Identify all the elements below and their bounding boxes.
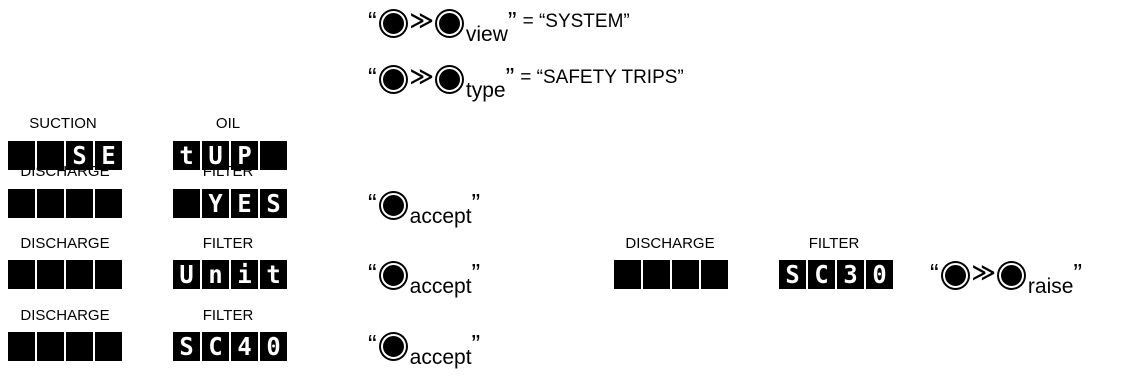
digit-cell — [95, 260, 122, 289]
digit-cell — [95, 189, 122, 218]
sequence-suffix: accept — [409, 205, 472, 228]
digit-cell: t — [260, 260, 287, 289]
quote-close: ” — [471, 188, 481, 218]
sequence-accept-1: “ accept ” — [368, 190, 480, 227]
digit-cell: U — [173, 260, 200, 289]
display-discharge — [8, 332, 122, 361]
button-icon — [380, 67, 406, 92]
sequence-result: = “SAFETY TRIPS” — [520, 67, 684, 88]
display-label-oil: OIL — [215, 115, 241, 132]
digit-cell: S — [260, 189, 287, 218]
digit-cell: C — [202, 332, 229, 361]
digit-cell — [66, 260, 93, 289]
sequence-suffix: accept — [409, 346, 472, 369]
digit-cell — [37, 189, 64, 218]
digit-cell: E — [95, 141, 122, 170]
quote-close: ” — [507, 6, 517, 36]
sequence-raise: “ ≫ raise ” — [930, 257, 1083, 298]
button-icon — [380, 263, 406, 288]
display-label-filter: FILTER — [202, 235, 254, 252]
digit-cell: E — [231, 189, 258, 218]
digit-cell: n — [202, 260, 229, 289]
quote-close: ” — [471, 329, 481, 359]
sequence-suffix: raise — [1027, 275, 1074, 298]
digit-cell: 3 — [837, 260, 864, 289]
display-label-discharge: DISCHARGE — [625, 235, 715, 252]
button-icon — [942, 263, 968, 288]
digit-cell — [66, 332, 93, 361]
digit-cell — [672, 260, 699, 289]
display-suction: S E — [8, 141, 122, 170]
sequence-accept-2: “ accept ” — [368, 260, 480, 297]
button-icon — [380, 193, 406, 218]
digit-cell — [37, 332, 64, 361]
digit-cell — [8, 141, 35, 170]
quote-open: “ — [930, 258, 939, 288]
sequence-result: = “SYSTEM” — [522, 11, 630, 32]
digit-cell — [8, 332, 35, 361]
digit-cell: i — [231, 260, 258, 289]
display-label-discharge: DISCHARGE — [20, 163, 110, 180]
display-label-filter: FILTER — [808, 235, 860, 252]
button-icon — [436, 67, 462, 92]
display-label-suction: SUCTION — [29, 115, 97, 132]
digit-cell: 0 — [260, 332, 287, 361]
button-icon — [380, 11, 406, 36]
quote-open: “ — [368, 258, 377, 288]
display-filter: Y E S — [173, 189, 287, 218]
chevron-icon: ≫ — [971, 257, 996, 287]
digit-cell — [701, 260, 728, 289]
digit-cell — [643, 260, 670, 289]
display-discharge — [8, 260, 122, 289]
chevron-icon: ≫ — [409, 61, 434, 91]
sequence-suffix: view — [465, 23, 508, 46]
quote-open: “ — [368, 188, 377, 218]
digit-cell — [173, 189, 200, 218]
digit-cell: S — [173, 332, 200, 361]
digit-cell: 4 — [231, 332, 258, 361]
quote-open: “ — [368, 62, 377, 92]
display-filter: S C 3 0 — [779, 260, 893, 289]
digit-cell: S — [66, 141, 93, 170]
display-discharge — [8, 189, 122, 218]
digit-cell: S — [779, 260, 806, 289]
display-discharge — [614, 260, 728, 289]
sequence-view: “ ≫ view ” = “SYSTEM” — [368, 5, 630, 46]
button-icon — [998, 263, 1024, 288]
button-icon — [436, 11, 462, 36]
display-oil: t U P — [173, 141, 287, 170]
digit-cell — [66, 189, 93, 218]
display-filter: S C 4 0 — [173, 332, 287, 361]
sequence-accept-3: “ accept ” — [368, 331, 480, 368]
digit-cell: U — [202, 141, 229, 170]
digit-cell — [37, 260, 64, 289]
digit-cell — [37, 141, 64, 170]
digit-cell — [8, 189, 35, 218]
digit-cell — [260, 141, 287, 170]
display-label-filter: FILTER — [202, 307, 254, 324]
quote-close: ” — [471, 258, 481, 288]
sequence-suffix: accept — [409, 275, 472, 298]
digit-cell: 0 — [866, 260, 893, 289]
display-label-filter: FILTER — [202, 163, 254, 180]
sequence-suffix: type — [465, 79, 506, 102]
digit-cell: Y — [202, 189, 229, 218]
sequence-type: “ ≫ type ” = “SAFETY TRIPS” — [368, 61, 684, 102]
digit-cell: t — [173, 141, 200, 170]
quote-open: “ — [368, 329, 377, 359]
display-label-discharge: DISCHARGE — [20, 307, 110, 324]
quote-close: ” — [1073, 258, 1083, 288]
digit-cell — [614, 260, 641, 289]
digit-cell: C — [808, 260, 835, 289]
display-filter: U n i t — [173, 260, 287, 289]
digit-cell: P — [231, 141, 258, 170]
digit-cell — [8, 260, 35, 289]
button-icon — [380, 334, 406, 359]
quote-close: ” — [505, 62, 515, 92]
chevron-icon: ≫ — [409, 5, 434, 35]
display-label-discharge: DISCHARGE — [20, 235, 110, 252]
digit-cell — [95, 332, 122, 361]
quote-open: “ — [368, 6, 377, 36]
